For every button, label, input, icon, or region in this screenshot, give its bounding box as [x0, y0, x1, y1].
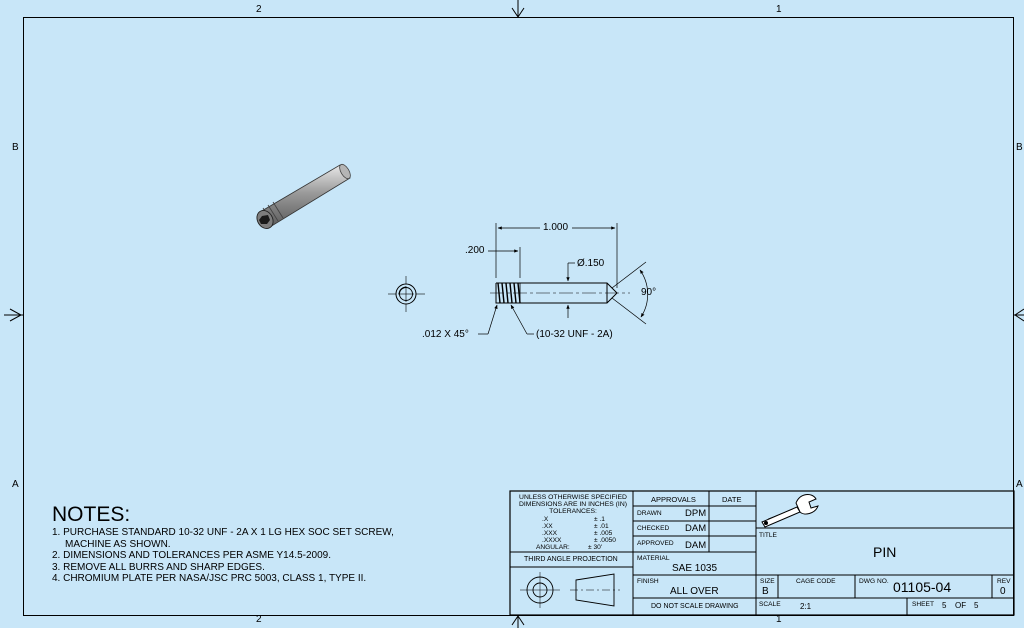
- sheet-of: OF: [955, 601, 967, 610]
- tolerance-header: UNLESS OTHERWISE SPECIFIED DIMENSIONS AR…: [518, 494, 627, 515]
- notes-heading: NOTES:: [52, 503, 131, 526]
- isometric-pin-view: [256, 163, 351, 229]
- sheet-number: 5: [942, 601, 947, 610]
- note-item: 4. CHROMIUM PLATE PER NASA/JSC PRC 5003,…: [52, 573, 367, 585]
- sheet-label: SHEET: [912, 601, 934, 608]
- note-item: 3. REMOVE ALL BURRS AND SHARP EDGES.: [52, 561, 265, 573]
- dim-angle: 90°: [641, 287, 657, 298]
- dim-overall-length: 1.000: [543, 222, 569, 233]
- title-block-grid: [509, 490, 1015, 616]
- drawn-value: DPM: [685, 508, 707, 519]
- dim-thread-callout: (10-32 UNF - 2A): [536, 329, 613, 340]
- zone-top-2: 2: [256, 4, 262, 15]
- wrench-logo: [761, 494, 819, 528]
- zone-right-A: A: [1016, 479, 1023, 490]
- material-value: SAE 1035: [672, 563, 718, 574]
- dwg-no-label: DWG NO.: [859, 578, 889, 585]
- scale-value: 2:1: [800, 602, 812, 611]
- zone-bottom-2: 2: [256, 614, 262, 625]
- drawn-label: DRAWN: [637, 510, 662, 517]
- size-label: SIZE: [760, 578, 775, 585]
- approved-label: APPROVED: [637, 540, 674, 547]
- approvals-label: APPROVALS: [651, 495, 696, 504]
- dwg-no-value: 01105-04: [893, 579, 952, 595]
- projection-symbol: [520, 572, 620, 608]
- rev-value: 0: [1000, 586, 1006, 597]
- dim-thread-length: .200: [465, 245, 485, 256]
- zone-right-B: B: [1016, 142, 1023, 153]
- no-scale-label: DO NOT SCALE DRAWING: [651, 603, 739, 610]
- approved-value: DAM: [685, 540, 707, 551]
- date-label: DATE: [722, 495, 742, 504]
- size-value: B: [762, 586, 769, 597]
- finish-label: FINISH: [637, 578, 659, 585]
- dim-diameter: Ø.150: [577, 258, 605, 269]
- drawing-title: PIN: [873, 544, 897, 560]
- end-view: [388, 276, 425, 312]
- finish-value: ALL OVER: [670, 586, 719, 597]
- scale-label: SCALE: [759, 601, 781, 608]
- zone-bottom-1: 1: [776, 614, 782, 625]
- dim-chamfer: .012 X 45°: [422, 329, 469, 340]
- title-label: TITLE: [759, 532, 777, 539]
- note-item: MACHINE AS SHOWN.: [65, 538, 171, 550]
- checked-label: CHECKED: [637, 525, 670, 532]
- note-item: 2. DIMENSIONS AND TOLERANCES PER ASME Y1…: [52, 550, 331, 562]
- zone-left-B: B: [12, 142, 19, 153]
- sheet-total: 5: [974, 601, 979, 610]
- projection-label: THIRD ANGLE PROJECTION: [524, 556, 618, 563]
- zone-top-1: 1: [776, 4, 782, 15]
- note-item: 1. PURCHASE STANDARD 10-32 UNF - 2A X 1 …: [52, 527, 394, 538]
- checked-value: DAM: [685, 523, 707, 534]
- rev-label: REV: [997, 578, 1011, 585]
- side-view-pin: [490, 282, 630, 304]
- tolerance-table: .X± .1 .XX± .01 .XXX± .005 .XXXX± .0050 …: [536, 516, 616, 551]
- cage-code-label: CAGE CODE: [796, 578, 836, 585]
- dimension-lines: [478, 223, 649, 335]
- zone-left-A: A: [12, 479, 19, 490]
- material-label: MATERIAL: [637, 555, 670, 562]
- centering-marks: [4, 0, 1024, 628]
- notes-list: 1. PURCHASE STANDARD 10-32 UNF - 2A X 1 …: [52, 527, 394, 585]
